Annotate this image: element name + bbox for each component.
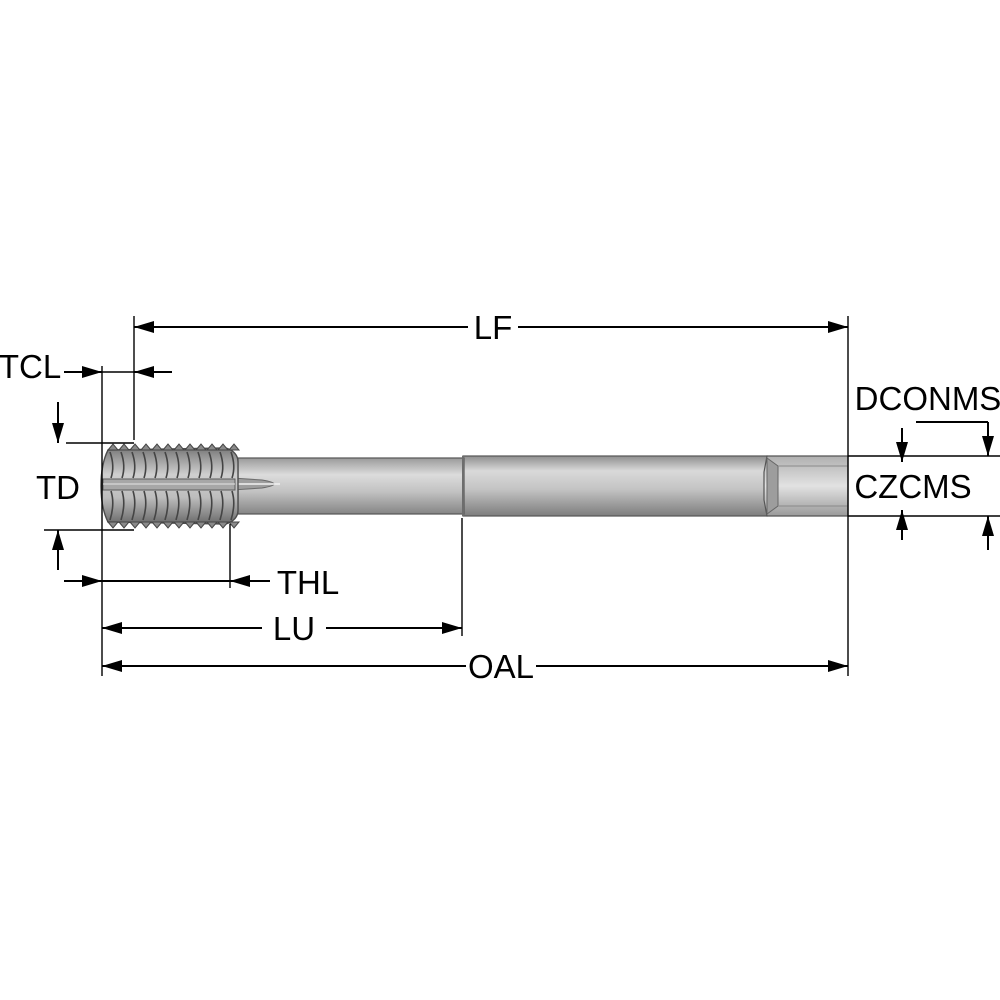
thread-tooth	[227, 443, 241, 451]
thread-tooth	[117, 443, 131, 451]
thread-tooth	[194, 443, 208, 451]
thread-crest	[131, 451, 136, 479]
thread-crest	[219, 451, 224, 479]
thread-crest	[153, 490, 158, 521]
thread-crest	[164, 451, 169, 479]
thread-crest	[142, 490, 147, 521]
label-td: TD	[36, 469, 80, 506]
thread-crest	[197, 451, 202, 479]
thread-tooth	[194, 521, 208, 529]
thread-tooth	[216, 521, 230, 529]
thread-crest	[142, 451, 147, 479]
dimension-czcms: CZCMS	[854, 428, 972, 540]
thread-tooth	[216, 443, 230, 451]
threaded-section	[100, 443, 241, 529]
thread-tooth	[117, 521, 131, 529]
thread-tooth	[139, 443, 153, 451]
dimension-dconms: DCONMS	[855, 380, 1000, 550]
label-thl: THL	[277, 564, 339, 601]
thread-crest	[175, 451, 180, 479]
thread-tooth	[139, 521, 153, 529]
thread-tooth	[106, 443, 120, 451]
thread-crest	[120, 451, 125, 479]
label-czcms: CZCMS	[854, 468, 971, 505]
thread-tooth	[161, 521, 175, 529]
dimension-td: TD	[36, 402, 80, 570]
thread-crest	[230, 451, 235, 479]
thread-tooth	[128, 443, 142, 451]
thread-crest	[219, 490, 224, 521]
label-oal: OAL	[468, 648, 534, 685]
thread-crest	[186, 451, 191, 479]
thread-tooth	[172, 443, 186, 451]
thread-tooth	[150, 521, 164, 529]
tap-shank	[462, 455, 768, 517]
label-dconms: DCONMS	[855, 380, 1000, 417]
thread-tooth	[106, 521, 120, 529]
thread-tooth	[227, 521, 241, 529]
dimension-thl: THL	[64, 564, 339, 601]
thread-crest	[208, 451, 213, 479]
thread-crest	[131, 490, 136, 521]
thread-crest	[197, 490, 202, 521]
thread-tooth	[150, 443, 164, 451]
thread-crest	[153, 451, 158, 479]
thread-crest	[109, 490, 114, 521]
tap-neck	[237, 457, 465, 515]
thread-crest	[175, 490, 180, 521]
thread-crest	[186, 490, 191, 521]
thread-tooth	[183, 443, 197, 451]
thread-crest	[208, 490, 213, 521]
label-lu: LU	[273, 610, 315, 647]
thread-tooth	[205, 521, 219, 529]
label-tcl: TCL	[0, 348, 61, 385]
thread-crest	[120, 490, 125, 521]
dimension-lu: LU	[102, 610, 462, 647]
thread-crest	[109, 451, 114, 479]
thread-tooth	[205, 443, 219, 451]
tap-tool	[100, 443, 849, 529]
dimension-oal: OAL	[102, 648, 848, 685]
label-lf: LF	[474, 309, 513, 346]
thread-tooth	[172, 521, 186, 529]
dimension-tcl: TCL	[0, 348, 172, 385]
thread-tooth	[161, 443, 175, 451]
thread-tooth	[128, 521, 142, 529]
thread-crest	[164, 490, 169, 521]
thread-crest	[230, 490, 235, 521]
dimension-lf: LF	[134, 309, 848, 346]
thread-tooth	[183, 521, 197, 529]
